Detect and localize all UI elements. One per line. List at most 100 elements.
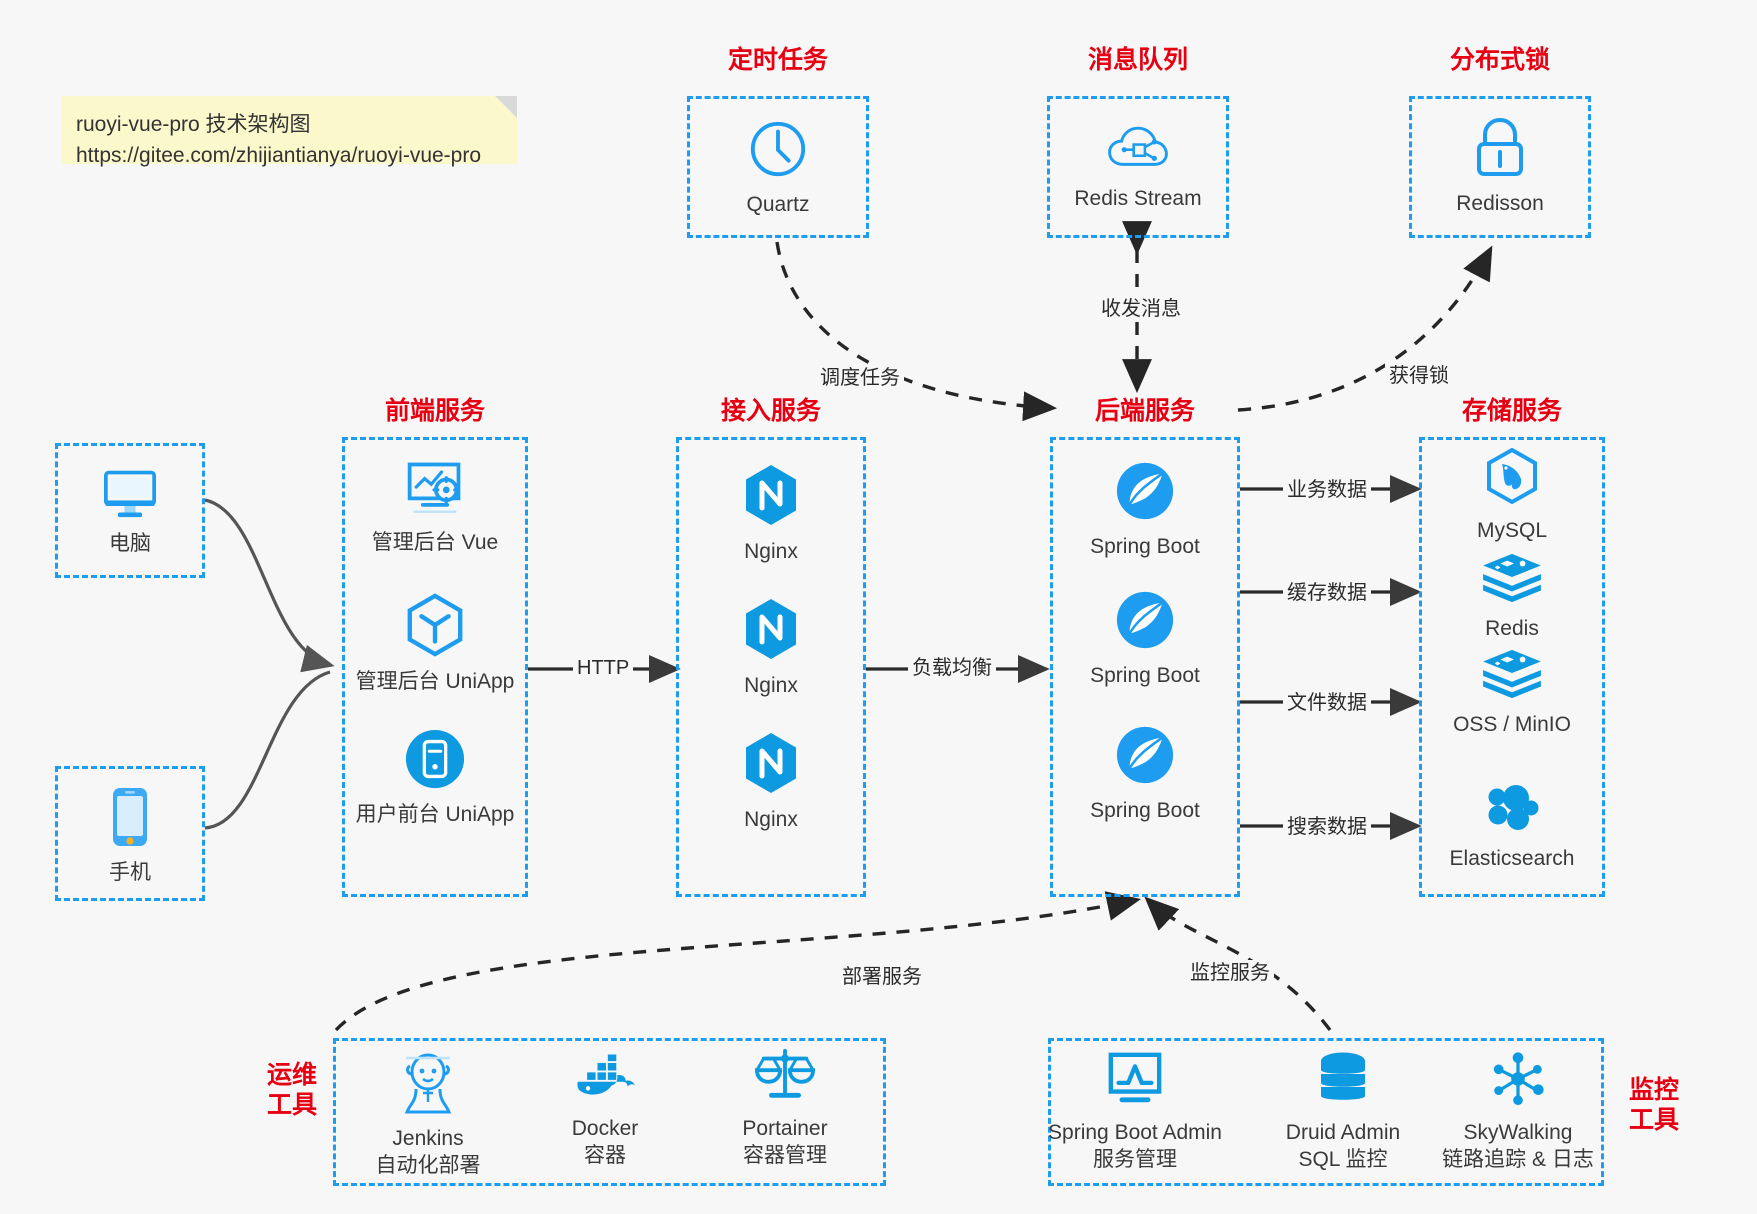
group-box-monitor: [1048, 1038, 1604, 1186]
spring-boot-icon: [1050, 460, 1240, 527]
group-box-mq: [1047, 96, 1229, 238]
group-title-devops-line1: 运维: [266, 1061, 317, 1089]
node-label: Nginx: [744, 808, 798, 831]
node-label: Redis Stream: [1074, 187, 1202, 210]
node-label: Jenkins: [392, 1127, 464, 1150]
node-label: MySQL: [1476, 519, 1547, 542]
node-sublabel: 自动化部署: [375, 1154, 481, 1177]
docker-icon: [520, 1052, 690, 1109]
edge-label-message: 收发消息: [1097, 296, 1185, 322]
node-sublabel: 容器管理: [743, 1144, 827, 1167]
scales-icon: [700, 1046, 870, 1109]
node-spring-boot-2[interactable]: Spring Boot: [1050, 589, 1240, 689]
node-admin-vue[interactable]: 管理后台 Vue: [342, 458, 528, 556]
node-label: Redis: [1485, 617, 1539, 640]
spring-boot-icon: [1050, 724, 1240, 791]
node-redis-stream[interactable]: Redis Stream: [1047, 122, 1229, 212]
node-jenkins[interactable]: Jenkins 自动化部署: [343, 1052, 513, 1179]
group-box-storage: [1419, 437, 1605, 897]
node-sublabel: 容器: [584, 1144, 626, 1167]
note-card: ruoyi-vue-pro 技术架构图 https://gitee.com/zh…: [62, 96, 517, 167]
node-oss-minio[interactable]: OSS / MinIO: [1419, 648, 1605, 738]
node-user-uniapp[interactable]: 用户前台 UniApp: [342, 728, 528, 828]
note-fold-corner: [495, 96, 517, 118]
database-icon: [1258, 1050, 1428, 1113]
node-nginx-2[interactable]: Nginx: [676, 597, 866, 699]
mobile-icon: [55, 786, 205, 853]
node-sublabel: SQL 监控: [1298, 1148, 1388, 1171]
group-title-monitor-line1: 监控: [1628, 1076, 1679, 1104]
clock-icon: [687, 118, 869, 185]
group-box-frontend: [342, 437, 528, 897]
desktop-icon: [55, 467, 205, 524]
jenkins-icon: [343, 1052, 513, 1119]
node-docker[interactable]: Docker 容器: [520, 1052, 690, 1169]
group-box-devops: [333, 1038, 886, 1186]
node-portainer[interactable]: Portainer 容器管理: [700, 1046, 870, 1169]
node-label: Spring Boot: [1090, 799, 1200, 822]
node-sublabel: 链路追踪 & 日志: [1442, 1148, 1594, 1171]
nginx-icon: [676, 463, 866, 532]
group-box-gateway: [676, 437, 866, 897]
node-mobile[interactable]: 手机: [55, 786, 205, 886]
edge-label-search-data: 搜索数据: [1283, 814, 1371, 840]
group-title-devops-line2: 工具: [266, 1091, 317, 1119]
node-redis[interactable]: Redis: [1419, 552, 1605, 642]
node-sublabel: 服务管理: [1093, 1148, 1177, 1171]
node-label: SkyWalking: [1463, 1121, 1573, 1144]
node-label: 电脑: [109, 532, 151, 555]
group-box-client-mobile: [55, 766, 205, 901]
node-desktop[interactable]: 电脑: [55, 467, 205, 557]
group-title-storage: 存储服务: [1461, 397, 1562, 425]
note-title: ruoyi-vue-pro 技术架构图: [76, 113, 311, 136]
group-box-scheduler: [687, 96, 869, 238]
node-label: Quartz: [746, 193, 810, 216]
cloud-stream-icon: [1047, 122, 1229, 179]
node-elasticsearch[interactable]: Elasticsearch: [1419, 778, 1605, 872]
cube-icon: [342, 593, 528, 662]
skywalking-icon: [1428, 1050, 1608, 1113]
lock-icon: [1409, 117, 1591, 184]
node-spring-boot-1[interactable]: Spring Boot: [1050, 460, 1240, 560]
node-spring-boot-3[interactable]: Spring Boot: [1050, 724, 1240, 824]
group-box-client-desktop: [55, 443, 205, 578]
nginx-icon: [676, 597, 866, 666]
edge-label-schedule: 调度任务: [816, 365, 904, 391]
node-label: Spring Boot: [1090, 535, 1200, 558]
redis-icon: [1419, 552, 1605, 609]
edge-label-file-data: 文件数据: [1283, 690, 1371, 716]
node-druid-admin[interactable]: Druid Admin SQL 监控: [1258, 1050, 1428, 1173]
edge-label-monitoring: 监控服务: [1186, 960, 1274, 986]
group-title-backend: 后端服务: [1094, 397, 1195, 425]
edge-label-deploy: 部署服务: [838, 964, 926, 990]
node-nginx-3[interactable]: Nginx: [676, 731, 866, 833]
node-label: Portainer: [742, 1117, 828, 1140]
node-label: 管理后台 UniApp: [355, 670, 515, 693]
node-label: Nginx: [744, 540, 798, 563]
node-mysql[interactable]: MySQL: [1419, 447, 1605, 544]
node-label: 手机: [109, 861, 151, 884]
node-label: OSS / MinIO: [1453, 713, 1571, 736]
node-skywalking[interactable]: SkyWalking 链路追踪 & 日志: [1428, 1050, 1608, 1173]
edge-label-biz-data: 业务数据: [1283, 477, 1371, 503]
group-box-lock: [1409, 96, 1591, 238]
app-circle-icon: [342, 728, 528, 795]
node-label: Elasticsearch: [1449, 847, 1575, 870]
redis-icon: [1419, 648, 1605, 705]
node-nginx-1[interactable]: Nginx: [676, 463, 866, 565]
group-title-lock: 分布式锁: [1449, 46, 1550, 74]
node-label: 管理后台 Vue: [371, 531, 499, 554]
edge-label-load-balance: 负载均衡: [908, 655, 996, 681]
monitor-chart-icon: [1035, 1050, 1235, 1113]
node-quartz[interactable]: Quartz: [687, 118, 869, 218]
node-redisson[interactable]: Redisson: [1409, 117, 1591, 217]
group-box-backend: [1050, 437, 1240, 897]
group-title-monitor: 监控 工具: [1620, 1075, 1688, 1135]
node-spring-boot-admin[interactable]: Spring Boot Admin 服务管理: [1035, 1050, 1235, 1173]
node-admin-uniapp[interactable]: 管理后台 UniApp: [342, 593, 528, 695]
group-title-mq: 消息队列: [1087, 46, 1188, 74]
node-label: Spring Boot: [1090, 664, 1200, 687]
note-url: https://gitee.com/zhijiantianya/ruoyi-vu…: [76, 144, 482, 167]
edge-label-acquire-lock: 获得锁: [1385, 363, 1453, 389]
